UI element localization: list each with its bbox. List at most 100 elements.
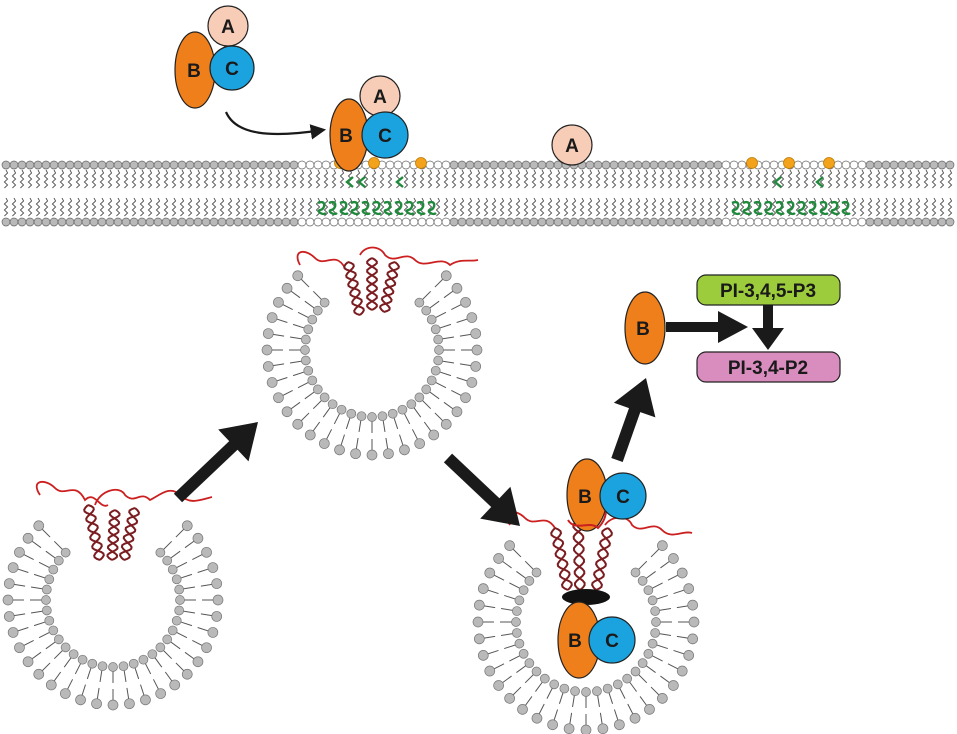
- lipid-head: [289, 217, 299, 227]
- subunit-c-label: C: [616, 487, 630, 508]
- lipid-head: [597, 723, 609, 734]
- lipid-tail: [35, 197, 41, 217]
- lipid-head: [140, 694, 151, 706]
- helix-strand: [366, 257, 378, 311]
- subunit-c-label: C: [378, 126, 392, 147]
- lipid-head: [209, 217, 219, 227]
- lipid-head: [241, 160, 251, 170]
- lipid-head: [657, 693, 668, 704]
- lipid-head: [113, 217, 123, 227]
- lipid-tail: [867, 169, 873, 189]
- lipid-head: [549, 679, 560, 690]
- pip2-label: PI-3,4-P2: [728, 358, 808, 379]
- raft-protein: [775, 200, 785, 216]
- lipid-head: [73, 217, 83, 227]
- lipid-head: [91, 698, 102, 710]
- cholesterol: [368, 157, 380, 169]
- lipid-head: [881, 160, 891, 170]
- lipid-tail: [843, 169, 849, 189]
- lipid-head: [273, 392, 284, 404]
- lipid-head: [89, 217, 99, 227]
- lipid-head: [249, 160, 259, 170]
- lipid-tail: [211, 197, 217, 217]
- lipid-tail: [315, 169, 321, 189]
- lipid-tail: [563, 197, 569, 217]
- lipid-tail: [475, 197, 481, 217]
- lipid-tail: [571, 169, 577, 189]
- lipid-tail: [939, 169, 945, 189]
- subunit-c-shape: [209, 45, 255, 91]
- lipid-tail: [595, 169, 601, 189]
- lipid-head: [641, 217, 651, 227]
- lipid-head: [266, 312, 278, 323]
- lipid-head: [513, 217, 523, 227]
- lipid-tail: [667, 197, 673, 217]
- lipid-tail: [499, 169, 505, 189]
- lipid-head: [14, 546, 25, 558]
- lipid-tail: [419, 169, 425, 189]
- lipid-head: [334, 444, 345, 456]
- lipid-head: [592, 686, 602, 696]
- lipid-head: [881, 217, 891, 227]
- lipid-tail: [203, 197, 209, 217]
- lipid-head: [472, 616, 484, 628]
- lipid-head: [647, 638, 658, 649]
- lipid-tail: [107, 197, 113, 217]
- lipid-tail: [523, 169, 529, 189]
- lipid-tail: [771, 169, 777, 189]
- lipid-tail: [43, 197, 49, 217]
- lipid-tail: [267, 197, 273, 217]
- lipid-head: [745, 217, 755, 227]
- lipid-head: [124, 698, 135, 710]
- lipid-head: [433, 355, 444, 366]
- lipid-head: [430, 365, 441, 376]
- lipid-head: [303, 324, 314, 335]
- raft-protein: [394, 200, 404, 216]
- raft-protein: [808, 200, 818, 216]
- lipid-tail: [683, 197, 689, 217]
- cholesterol: [415, 157, 427, 169]
- lipid-head: [841, 217, 851, 227]
- lipid-head: [3, 611, 15, 622]
- lipid-head: [518, 585, 529, 596]
- subunit-b-label: B: [578, 487, 592, 508]
- lipid-head: [426, 375, 437, 386]
- lipid-head: [421, 384, 432, 395]
- lipid-head: [489, 217, 499, 227]
- lipid-head: [785, 217, 795, 227]
- lipid-tail: [323, 197, 329, 217]
- lipid-head: [192, 532, 204, 544]
- lipid-head: [612, 679, 623, 690]
- helix-strand: [379, 261, 400, 313]
- lipid-head: [649, 217, 659, 227]
- lipid-tail: [371, 169, 377, 189]
- lipid-head: [793, 160, 803, 170]
- lipid-head: [41, 217, 51, 227]
- lipid-head: [470, 361, 482, 372]
- lipid-head: [49, 217, 59, 227]
- lipid-tail: [931, 169, 937, 189]
- lipid-tail: [91, 169, 97, 189]
- lipid-tail: [659, 169, 665, 189]
- lipid-head: [801, 217, 811, 227]
- lipid-tail: [139, 169, 145, 189]
- lipid-tail: [339, 169, 345, 189]
- lipid-head: [393, 217, 403, 227]
- lipid-head: [121, 160, 131, 170]
- lipid-head: [145, 160, 155, 170]
- lipid-head: [873, 160, 883, 170]
- lipid-head: [241, 217, 251, 227]
- lipid-tail: [587, 197, 593, 217]
- lipid-head: [524, 576, 535, 586]
- lipid-head: [155, 547, 166, 558]
- lipid-head: [425, 160, 435, 170]
- lipid-head: [162, 634, 173, 645]
- lipid-head: [107, 699, 119, 711]
- lipid-head: [466, 312, 478, 323]
- lipid-tail: [195, 169, 201, 189]
- lipid-tail: [27, 197, 33, 217]
- lipid-head: [897, 217, 907, 227]
- lipid-head: [129, 217, 139, 227]
- lipid-head: [281, 406, 293, 418]
- lipid-tail: [115, 169, 121, 189]
